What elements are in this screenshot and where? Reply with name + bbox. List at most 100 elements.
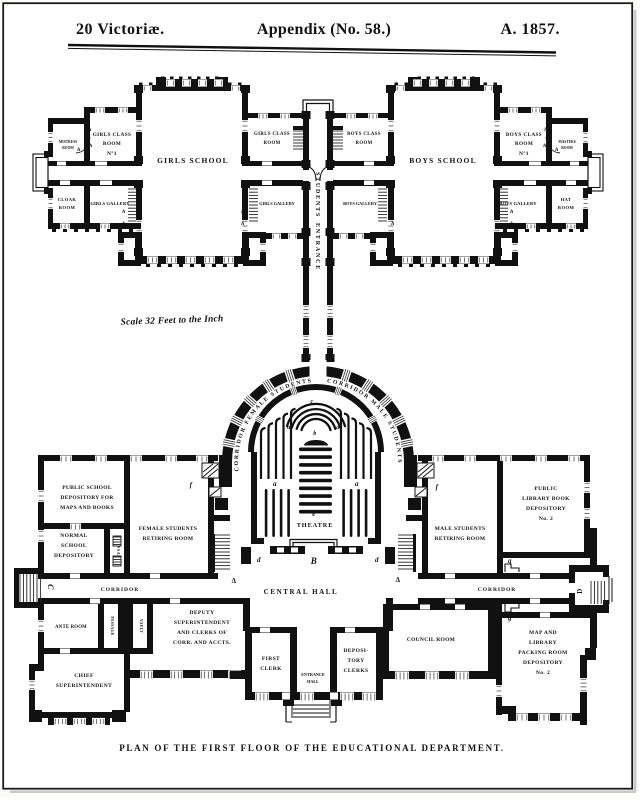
- svg-text:B: B: [310, 556, 317, 566]
- svg-text:h: h: [543, 143, 546, 149]
- svg-text:NORMAL: NORMAL: [60, 533, 87, 539]
- svg-text:g: g: [507, 557, 512, 565]
- svg-text:b: b: [313, 431, 316, 437]
- svg-text:Δ: Δ: [232, 577, 237, 585]
- svg-text:GIRLS CLASS: GIRLS CLASS: [254, 132, 290, 137]
- svg-text:No. 2: No. 2: [536, 670, 550, 676]
- svg-text:DEPUTY: DEPUTY: [189, 610, 214, 616]
- svg-text:CLOAK: CLOAK: [58, 197, 77, 202]
- svg-text:h: h: [391, 209, 394, 215]
- svg-text:CLERK: CLERK: [260, 666, 282, 672]
- svg-text:DEPOSITORY: DEPOSITORY: [523, 660, 563, 666]
- svg-text:e: e: [312, 510, 316, 518]
- svg-text:CLERKS: CLERKS: [343, 668, 368, 674]
- svg-text:h: h: [241, 221, 244, 227]
- svg-text:A. 1857.: A. 1857.: [500, 21, 560, 38]
- svg-text:PUBLIC: PUBLIC: [534, 486, 557, 492]
- svg-text:MAPS AND BOOKS: MAPS AND BOOKS: [60, 505, 114, 511]
- svg-text:BOYS CLASS: BOYS CLASS: [506, 132, 542, 138]
- svg-text:h: h: [555, 147, 558, 153]
- svg-text:AND CLERKS OF: AND CLERKS OF: [177, 630, 227, 636]
- svg-text:h: h: [122, 209, 125, 215]
- svg-text:h: h: [391, 221, 394, 227]
- svg-text:VAULT: VAULT: [139, 619, 143, 633]
- svg-text:h: h: [510, 209, 513, 215]
- svg-text:a: a: [273, 480, 277, 488]
- svg-text:RETIRING ROOM: RETIRING ROOM: [435, 536, 486, 542]
- svg-text:COUNCIL ROOM: COUNCIL ROOM: [407, 637, 456, 643]
- svg-text:Nº1: Nº1: [107, 151, 117, 157]
- svg-text:c: c: [254, 509, 258, 517]
- svg-text:h: h: [241, 209, 244, 215]
- svg-text:GIRLS GALLERY: GIRLS GALLERY: [90, 201, 130, 206]
- svg-text:ROOM: ROOM: [62, 146, 74, 150]
- svg-text:THEATRE: THEATRE: [297, 522, 334, 529]
- svg-text:a: a: [355, 480, 359, 488]
- svg-text:GIRLS SCHOOL: GIRLS SCHOOL: [157, 156, 229, 165]
- svg-text:Δ: Δ: [396, 576, 401, 584]
- svg-text:No. 2: No. 2: [539, 516, 553, 522]
- svg-text:DEPOSITORY: DEPOSITORY: [526, 506, 566, 512]
- svg-text:ROOM: ROOM: [59, 205, 76, 210]
- svg-text:f: f: [190, 481, 193, 489]
- svg-text:Nº1: Nº1: [519, 151, 529, 157]
- svg-text:h: h: [544, 127, 547, 133]
- svg-text:c: c: [310, 399, 313, 405]
- svg-text:BOYS SCHOOL: BOYS SCHOOL: [409, 156, 477, 165]
- svg-text:PASSAGE: PASSAGE: [116, 540, 121, 563]
- svg-text:HALL: HALL: [307, 679, 319, 684]
- svg-text:f: f: [436, 483, 439, 491]
- svg-text:ENTRANCE: ENTRANCE: [301, 672, 325, 677]
- svg-text:h: h: [77, 147, 80, 153]
- svg-text:CORRIDOR: CORRIDOR: [478, 587, 517, 593]
- svg-text:MASTERS: MASTERS: [558, 140, 575, 144]
- svg-text:LIBRARY: LIBRARY: [529, 640, 557, 646]
- svg-text:FIRST: FIRST: [262, 656, 280, 662]
- svg-text:LIBRARY BOOK: LIBRARY BOOK: [522, 496, 570, 502]
- svg-text:d: d: [375, 556, 379, 564]
- svg-text:Scale 32 Feet to the Inch: Scale 32 Feet to the Inch: [120, 314, 223, 328]
- svg-text:d: d: [257, 556, 261, 564]
- svg-text:PACKING ROOM: PACKING ROOM: [518, 650, 568, 656]
- svg-text:GIRLS GALLERY: GIRLS GALLERY: [259, 201, 295, 206]
- svg-text:d: d: [336, 425, 340, 431]
- svg-text:ROOM: ROOM: [355, 141, 372, 146]
- svg-text:SUPERINTENDENT: SUPERINTENDENT: [56, 683, 112, 689]
- svg-text:HAT: HAT: [561, 197, 572, 202]
- svg-text:MISTRESS: MISTRESS: [59, 140, 77, 144]
- svg-text:SUPERINTENDENT: SUPERINTENDENT: [174, 620, 230, 626]
- svg-text:DEPOSI-: DEPOSI-: [343, 648, 368, 654]
- svg-text:c: c: [375, 509, 379, 517]
- svg-text:DEPOSITORY FOR: DEPOSITORY FOR: [60, 495, 114, 501]
- svg-text:BOYS GALLERY: BOYS GALLERY: [499, 201, 537, 206]
- svg-text:h: h: [88, 127, 91, 133]
- svg-text:CENTRAL HALL: CENTRAL HALL: [264, 588, 339, 596]
- svg-text:MAP AND: MAP AND: [529, 630, 557, 636]
- svg-text:C: C: [46, 584, 55, 590]
- svg-text:PUBLIC SCHOOL: PUBLIC SCHOOL: [62, 485, 112, 491]
- svg-text:Appendix (No. 58.): Appendix (No. 58.): [257, 21, 391, 38]
- svg-text:ROOM: ROOM: [558, 205, 575, 210]
- svg-text:ROOM: ROOM: [561, 146, 573, 150]
- svg-text:PLAN OF THE FIRST FLOOR O: PLAN OF THE FIRST FLOOR OF THE EDUCATION…: [119, 743, 505, 753]
- svg-text:TORY: TORY: [347, 658, 364, 664]
- svg-text:ENTRANCE: ENTRANCE: [314, 223, 320, 271]
- svg-text:CORR. AND ACCTS.: CORR. AND ACCTS.: [173, 640, 231, 646]
- svg-text:ANTE ROOM: ANTE ROOM: [55, 625, 87, 630]
- svg-text:STUDENTS: STUDENTS: [314, 172, 320, 218]
- svg-text:BOYS GALLERY: BOYS GALLERY: [343, 201, 378, 206]
- svg-text:RETIRING ROOM: RETIRING ROOM: [143, 536, 194, 542]
- svg-text:PASSAGE: PASSAGE: [110, 616, 114, 635]
- svg-text:FEMALE STUDENTS: FEMALE STUDENTS: [139, 526, 197, 532]
- svg-text:ROOM: ROOM: [515, 141, 533, 147]
- svg-text:DEPOSITORY: DEPOSITORY: [54, 553, 94, 559]
- svg-text:GIRLS CLASS: GIRLS CLASS: [93, 132, 132, 138]
- svg-text:h: h: [122, 221, 125, 227]
- svg-text:CORRIDOR: CORRIDOR: [101, 587, 140, 593]
- svg-text:CHIEF: CHIEF: [74, 673, 94, 679]
- svg-text:a: a: [287, 425, 290, 431]
- svg-text:ROOM: ROOM: [263, 141, 280, 146]
- svg-text:BOYS CLASS: BOYS CLASS: [347, 132, 381, 137]
- svg-text:h: h: [510, 221, 513, 227]
- svg-text:MALE STUDENTS: MALE STUDENTS: [435, 526, 486, 532]
